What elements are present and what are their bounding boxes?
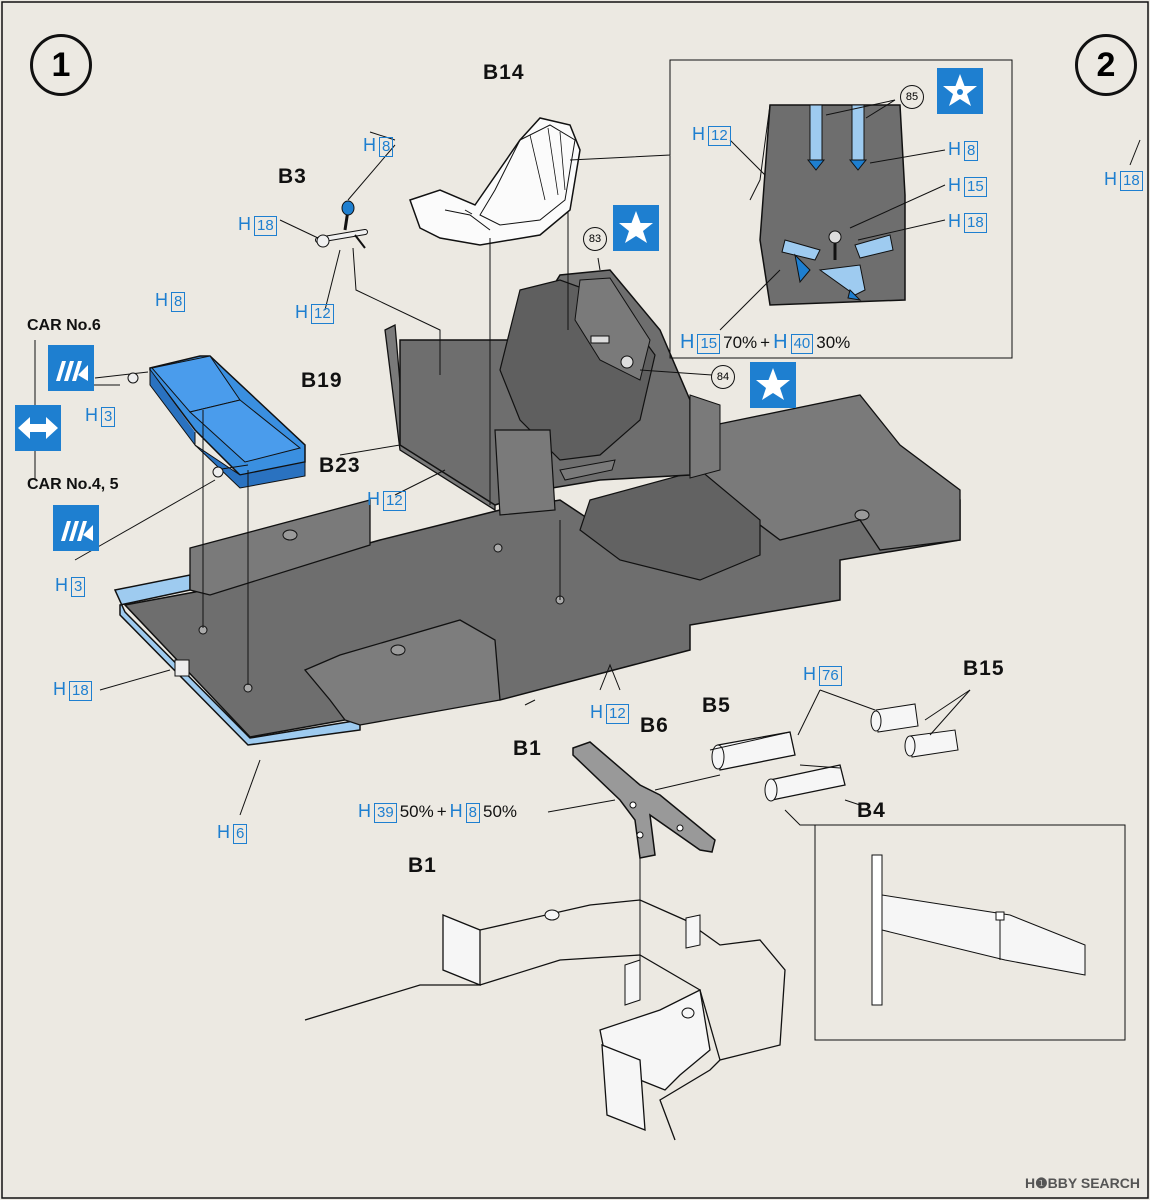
part-label-b14: B14 xyxy=(483,61,525,84)
part-label-b15: B15 xyxy=(963,657,1005,680)
cockpit-tub xyxy=(384,269,721,516)
step-number-2: 2 xyxy=(1075,34,1137,96)
step-number-1: 1 xyxy=(30,34,92,96)
car-label-4-5: CAR No.4, 5 xyxy=(27,476,119,493)
inset-leaders xyxy=(719,99,946,331)
stripe-decal-icon-2 xyxy=(53,505,99,551)
bracket-b6 xyxy=(572,741,716,859)
leader-lines xyxy=(34,59,1141,1041)
part-label-b4: B4 xyxy=(857,799,886,822)
part-label-b1-bottom: B1 xyxy=(408,854,437,877)
seat-b14 xyxy=(409,117,581,246)
part-label-b3: B3 xyxy=(278,165,307,188)
floor-pan xyxy=(113,394,961,746)
seatbelt-inset xyxy=(749,104,906,306)
part-label-b1-top: B1 xyxy=(513,737,542,760)
lower-chassis-b1 xyxy=(304,899,786,1141)
star-icon-2 xyxy=(750,362,796,408)
part-label-b6: B6 xyxy=(640,714,669,737)
part-label-b19: B19 xyxy=(301,369,343,392)
exhaust-detail-inset xyxy=(871,854,1086,1006)
radiator-b19 xyxy=(94,355,306,489)
watermark: H❶BBY SEARCH xyxy=(1025,1175,1140,1191)
callout-83: 83 xyxy=(583,227,607,251)
gear-lever-b3 xyxy=(315,200,368,249)
exhaust-tubes xyxy=(711,703,959,802)
direction-arrow-icon xyxy=(15,405,61,451)
callout-85: 85 xyxy=(900,85,924,109)
stripe-decal-icon xyxy=(48,345,94,391)
part-label-b5: B5 xyxy=(702,694,731,717)
callout-84: 84 xyxy=(711,365,735,389)
part-label-b23: B23 xyxy=(319,454,361,477)
star-icon xyxy=(613,205,659,251)
star-icon-3 xyxy=(937,68,983,114)
car-label-6: CAR No.6 xyxy=(27,317,101,334)
